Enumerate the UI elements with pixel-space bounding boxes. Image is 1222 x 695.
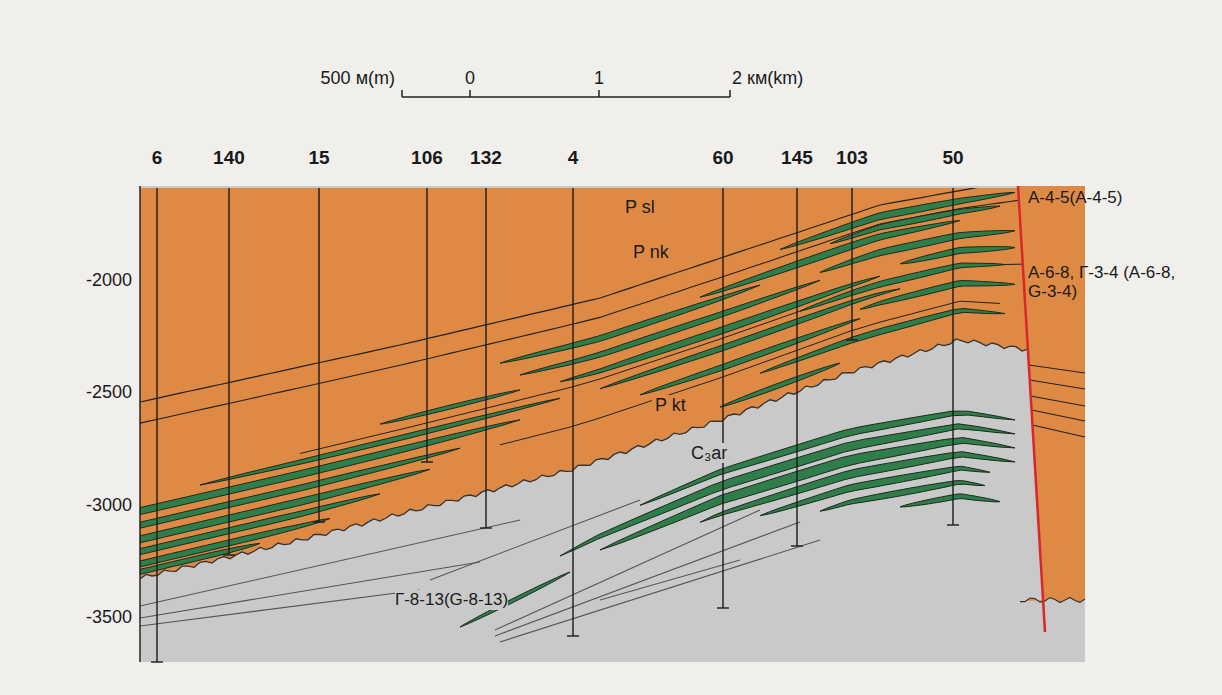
oil-bed [140,543,260,574]
scale-bar [402,96,730,98]
well-number: 60 [712,147,733,169]
formation-label: P nk [630,242,672,263]
well-number: 6 [152,147,163,169]
bed-line [600,560,740,600]
carboniferous-beds [140,411,1015,642]
oil-bed [800,263,1005,311]
left-block [140,176,1040,642]
oil-bed [140,519,330,567]
bed-line [495,510,760,630]
oil-bed [760,466,990,516]
well-number: 140 [213,147,245,169]
scale-label: 500 м(m) [321,68,395,89]
bed-line [495,522,800,636]
scale-ticks [402,90,730,97]
well-bottom [480,527,492,528]
well-number: 106 [411,147,443,169]
bed-line [430,500,640,580]
scale-label: 0 [465,68,475,89]
oil-bed [140,420,520,515]
well-bottom [223,554,235,555]
oil-bed [560,424,1015,556]
bed-line [140,197,1040,423]
section-edge [139,186,140,662]
well-line [318,188,319,522]
well-bottom [717,607,729,608]
formation-label: P kt [652,395,689,416]
oil-bed [900,247,1015,264]
oil-bed [900,494,1000,507]
well-bottom [846,339,858,340]
oil-bed [720,363,840,407]
formation-label: C₃ar [688,443,730,464]
bed-line-right [1032,425,1085,437]
depth-value: -3000 [86,495,132,516]
scale-label: 2 км(km) [732,68,803,89]
unconformity [140,339,1040,579]
oil-bed [700,452,1015,523]
well-line [851,188,852,340]
formation-label: P sl [622,197,658,218]
bed-label: А-6-8, Г-3-4 (A-6-8, G-3-4) [1028,263,1198,302]
strata [140,176,1085,662]
bed-line [140,176,1040,402]
permian-ground [140,186,1040,579]
oil-bed [780,192,1015,249]
carboniferous-ground [140,186,1085,662]
well-line [426,188,427,462]
well-line [156,188,157,662]
bed-line [500,540,820,642]
oil-bed [640,319,860,395]
bed-line-right [1029,365,1085,373]
depth-value: -2000 [86,270,132,291]
well-number: 132 [470,147,502,169]
oil-bed [380,390,520,424]
bed-label: Г-8-13(G-8-13) [395,590,508,610]
oil-bed [140,494,380,555]
scale-label: 1 [594,68,604,89]
well-bottom [567,635,579,636]
bed-line-right [1030,380,1085,389]
well-number: 103 [836,147,868,169]
well-number: 15 [308,147,329,169]
bed-line-right [1032,410,1086,421]
well-number: 50 [942,147,963,169]
well-line [796,188,797,546]
oil-bed [200,398,560,485]
well-line [572,188,573,636]
oil-bed [830,206,1000,244]
well-bottom [421,461,433,462]
unconformity-right [1020,598,1085,603]
bed-label: А-4-5(A-4-5) [1028,188,1122,208]
well-bottom [791,545,803,546]
bed-line [140,590,420,626]
depth-value: -3500 [86,607,132,628]
well-number: 145 [781,147,813,169]
well-number: 4 [568,147,579,169]
well-bottom [313,521,325,522]
permian-ground-right [1018,186,1085,603]
well-line [485,188,486,528]
bed-line [300,264,1040,454]
well-line [722,188,723,608]
well-bottom [947,524,959,525]
oil-bed [860,281,1015,310]
depth-value: -2500 [86,382,132,403]
fault-line [1018,186,1045,632]
well-line [952,188,953,525]
well-bottom [151,661,163,662]
well-line [228,188,229,555]
bed-line-right [1031,396,1085,406]
